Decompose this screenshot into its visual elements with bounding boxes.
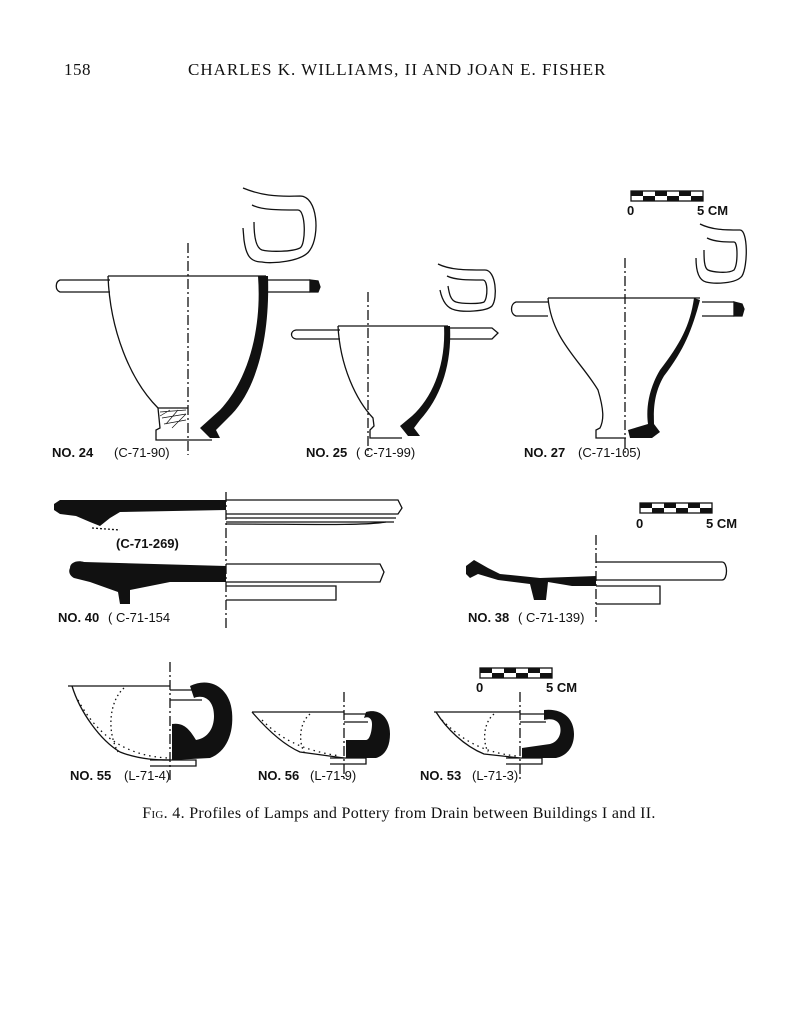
vessel-no-27: [510, 223, 747, 455]
lamp-no-53: [434, 692, 574, 780]
page-number: 158: [64, 60, 91, 79]
scale-middle-end: 5 CM: [706, 516, 737, 531]
label-no-27: NO. 27: [524, 445, 565, 460]
vessel-no-25: [290, 263, 499, 455]
lamp-no-55: [68, 662, 233, 780]
scale-top-zero: 0: [627, 203, 634, 218]
scale-bar-bottom: [479, 667, 553, 679]
label-inv-55: (L-71-4): [124, 768, 170, 783]
scale-bottom-zero: 0: [476, 680, 483, 695]
label-no-38: NO. 38: [468, 610, 509, 625]
label-inv-25: ( C-71-99): [356, 445, 415, 460]
label-inv-53: (L-71-3): [472, 768, 518, 783]
lamp-no-56: [251, 692, 390, 780]
running-head: CHARLES K. WILLIAMS, II AND JOAN E. FISH…: [188, 60, 607, 79]
label-inv-56: (L-71-9): [310, 768, 356, 783]
scale-bar-middle: [639, 502, 713, 514]
label-inv-40: ( C-71-154: [108, 610, 170, 625]
figure-caption: Fig. 4. Profiles of Lamps and Pottery fr…: [0, 805, 798, 823]
plate-no-40: [69, 561, 385, 604]
figure-number: Fig. 4.: [142, 805, 185, 822]
label-inv-24: (C-71-90): [114, 445, 170, 460]
label-no-24: NO. 24: [52, 445, 94, 460]
label-inv-269: (C-71-269): [116, 536, 179, 551]
plate-no-38: [466, 535, 728, 625]
label-no-53: NO. 53: [420, 768, 461, 783]
figure-caption-text: Profiles of Lamps and Pottery from Drain…: [189, 805, 656, 822]
vessel-no-24: [55, 187, 321, 455]
scale-bottom-end: 5 CM: [546, 680, 577, 695]
label-no-56: NO. 56: [258, 768, 299, 783]
label-no-25: NO. 25: [306, 445, 347, 460]
label-inv-27: (C-71-105): [578, 445, 641, 460]
label-no-40: NO. 40: [58, 610, 99, 625]
plate-c-71-269: [54, 492, 403, 630]
label-inv-38: ( C-71-139): [518, 610, 584, 625]
scale-bar-top: [630, 190, 704, 202]
scale-top-end: 5 CM: [697, 203, 728, 218]
label-no-55: NO. 55: [70, 768, 111, 783]
scale-middle-zero: 0: [636, 516, 643, 531]
